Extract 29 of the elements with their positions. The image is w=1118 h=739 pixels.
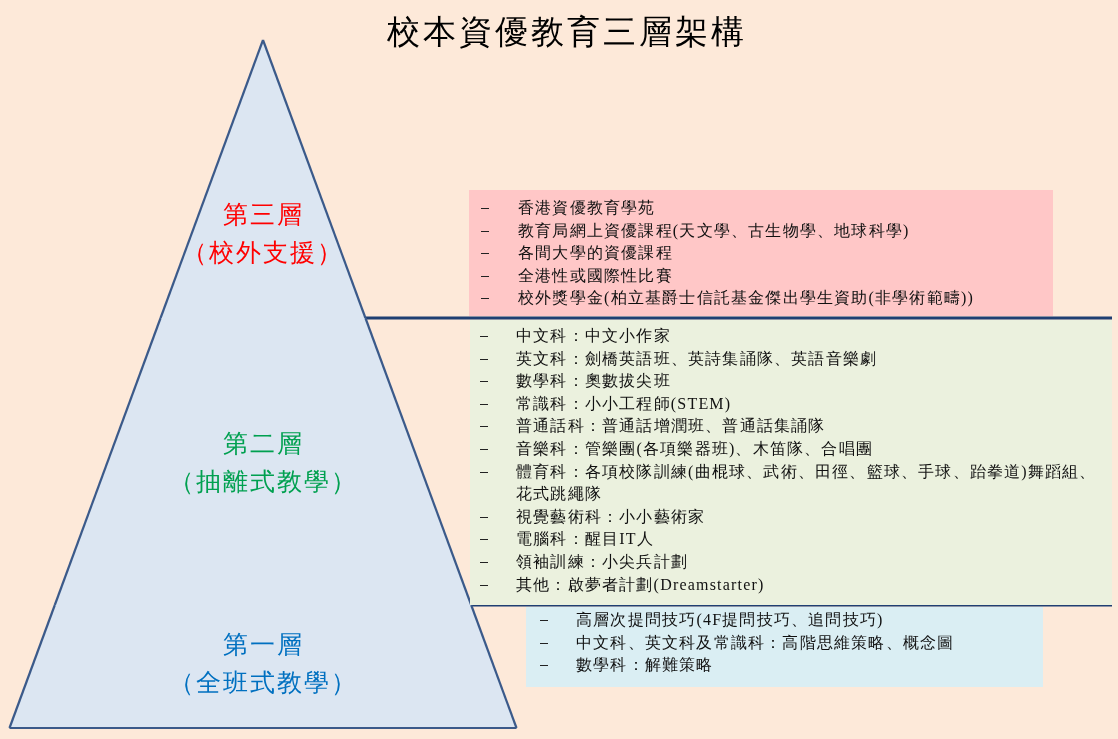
- list-item: 教育局網上資優課程(天文學、古生物學、地球科學): [518, 220, 910, 242]
- list-item: 視覺藝術科：小小藝術家: [516, 506, 706, 527]
- tier-subheading: （全班式教學）: [167, 668, 359, 698]
- list-panel: [526, 607, 1043, 687]
- tier-heading: 第二層: [221, 429, 305, 459]
- tier-subheading: （校外支援）: [181, 238, 345, 268]
- list-item: 高層次提問技巧(4F提問技巧、追問技巧): [576, 610, 884, 631]
- title: 校本資優教育三層架構: [386, 13, 748, 52]
- list-item: 其他：啟夢者計劃(Dreamstarter): [516, 574, 765, 596]
- list-item: 全港性或國際性比賽: [518, 265, 673, 286]
- list-item: 數學科：解難策略: [576, 655, 714, 676]
- tier-heading: 第三層: [221, 200, 305, 230]
- list-item: 中文科、英文科及常識科：高階思維策略、概念圖: [576, 632, 955, 653]
- list-item: 校外獎學金(柏立基爵士信託基金傑出學生資助(非學術範疇)): [518, 288, 975, 309]
- list-item: 電腦科：醒目IT人: [516, 529, 654, 550]
- list-panel: [469, 190, 1053, 316]
- list-item: 領袖訓練：小尖兵計劃: [516, 551, 688, 572]
- list-item: 數學科：奧數拔尖班: [516, 371, 671, 392]
- list-item: 體育科：各項校隊訓練(曲棍球、武術、田徑、籃球、手球、跆拳道)舞蹈組、花式跳繩隊: [516, 461, 1098, 505]
- list-item: 常識科：小小工程師(STEM): [516, 393, 732, 415]
- list-item: 普通話科：普通話增潤班、普通話集誦隊: [516, 416, 826, 437]
- list-item: 香港資優教育學苑: [518, 198, 656, 218]
- list-item: 各間大學的資優課程: [518, 243, 673, 264]
- list-item: 中文科：中文小作家: [516, 326, 671, 346]
- list-item: 音樂科：管樂團(各項樂器班)、木笛隊、合唱團: [516, 438, 874, 460]
- tier-heading: 第一層: [221, 630, 305, 660]
- tier-subheading: （抽離式教學）: [167, 467, 359, 497]
- list-item: 英文科：劍橋英語班、英詩集誦隊、英語音樂劇: [516, 348, 878, 369]
- list-panel: [470, 320, 1112, 605]
